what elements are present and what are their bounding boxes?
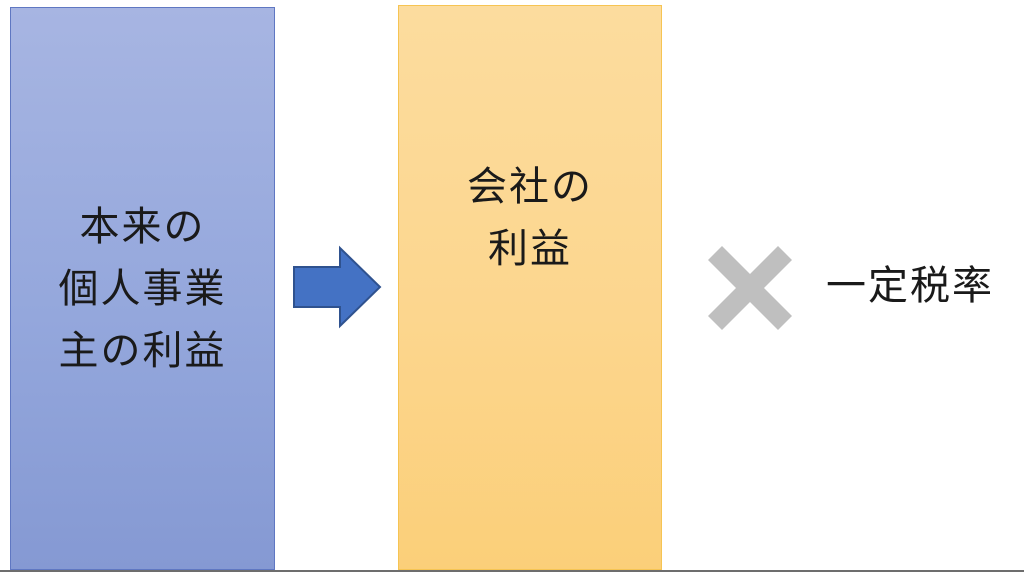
company-profit-label: 会社の 利益 <box>467 163 593 272</box>
right-arrow-icon <box>293 245 382 329</box>
company-profit-box: 会社の 利益 <box>398 5 662 570</box>
fixed-tax-rate-label: 一定税率 <box>826 263 994 309</box>
bottom-divider <box>0 570 1024 572</box>
sole-proprietor-profit-box: 本来の 個人事業 主の利益 <box>10 7 275 570</box>
sole-proprietor-profit-label: 本来の 個人事業 主の利益 <box>58 203 227 374</box>
cross-icon <box>708 246 792 330</box>
